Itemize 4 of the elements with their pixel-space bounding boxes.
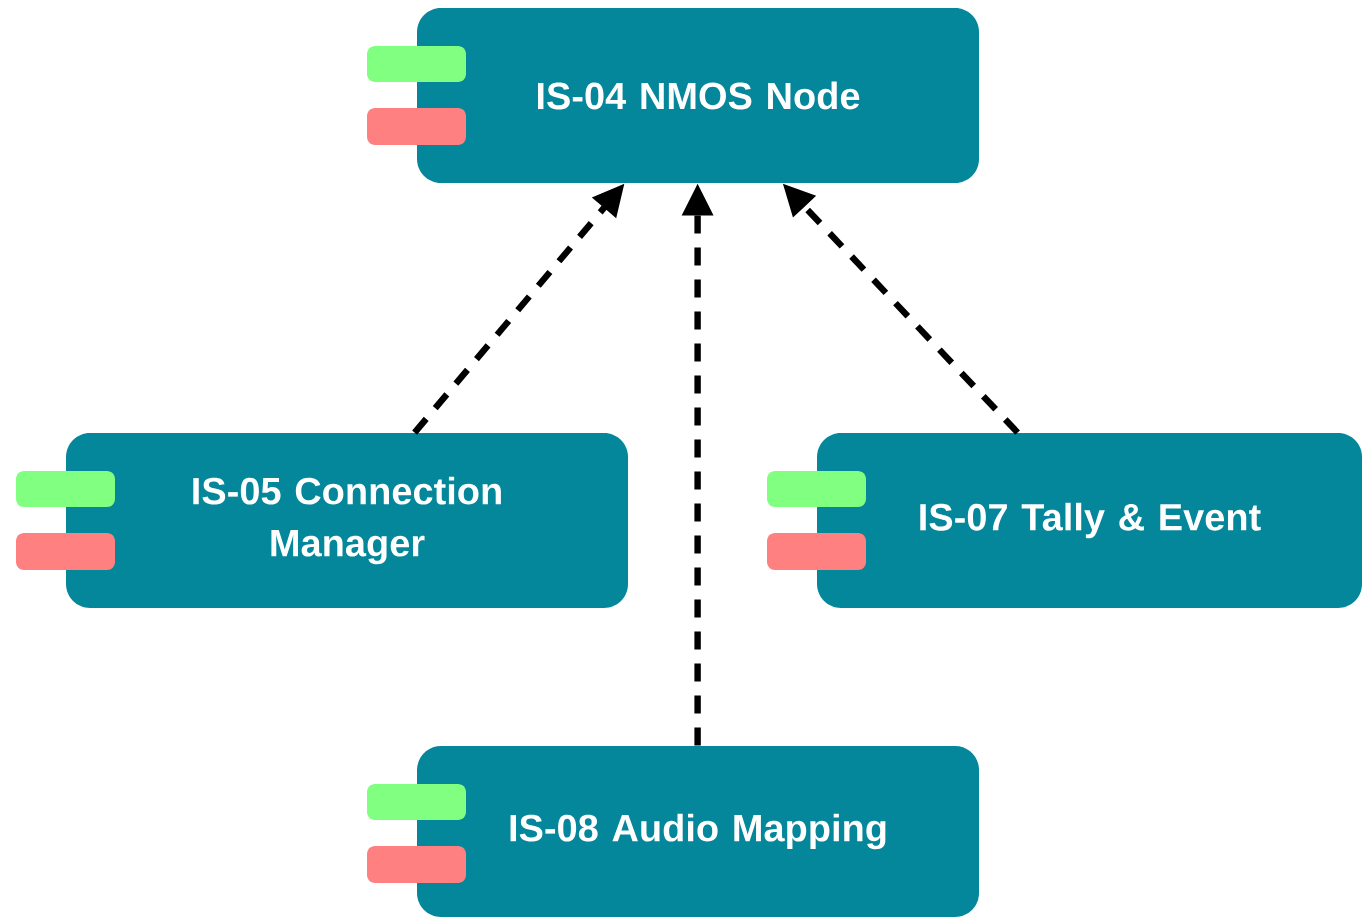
component-box: IS-04 NMOS Node xyxy=(367,8,979,183)
component-box: IS-05 Connection Manager xyxy=(16,433,628,608)
component-box: IS-08 Audio Mapping xyxy=(367,746,979,917)
component-box: IS-07 Tally & Event xyxy=(767,433,1362,608)
